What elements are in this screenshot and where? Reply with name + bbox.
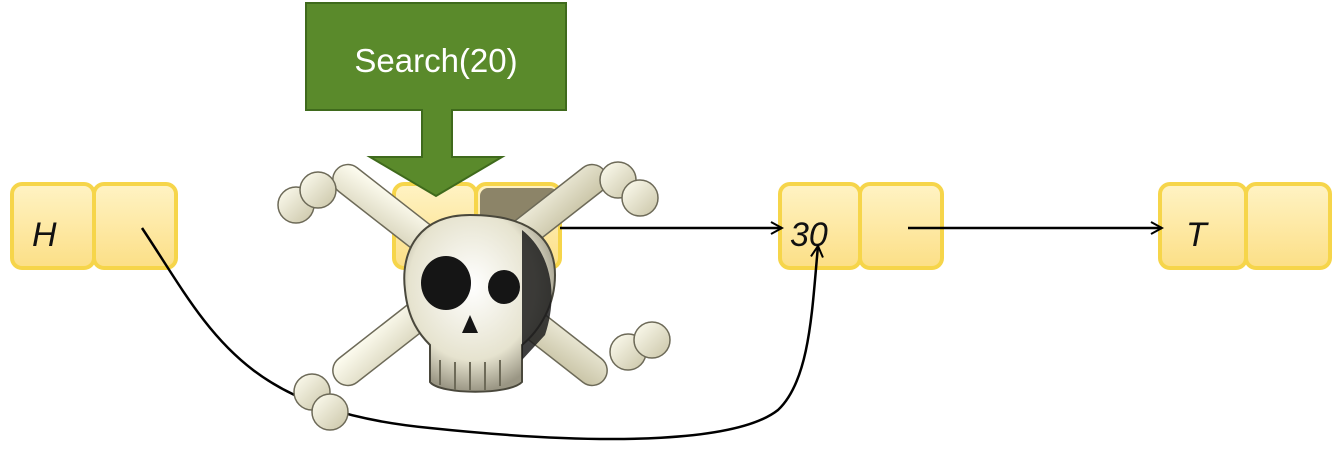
search-callout: Search(20)	[305, 2, 567, 198]
skull-and-crossbones-icon	[277, 161, 671, 431]
node-head: H	[10, 182, 178, 270]
node-tail-key: T	[1186, 216, 1209, 254]
node-tail: T	[1158, 182, 1332, 270]
search-callout-label: Search(20)	[354, 42, 517, 79]
arrow-head-to-node30-bypass	[140, 227, 818, 441]
node-head-key: H	[32, 216, 57, 254]
node-30: 30	[778, 182, 944, 270]
node-30-key: 30	[790, 216, 828, 254]
